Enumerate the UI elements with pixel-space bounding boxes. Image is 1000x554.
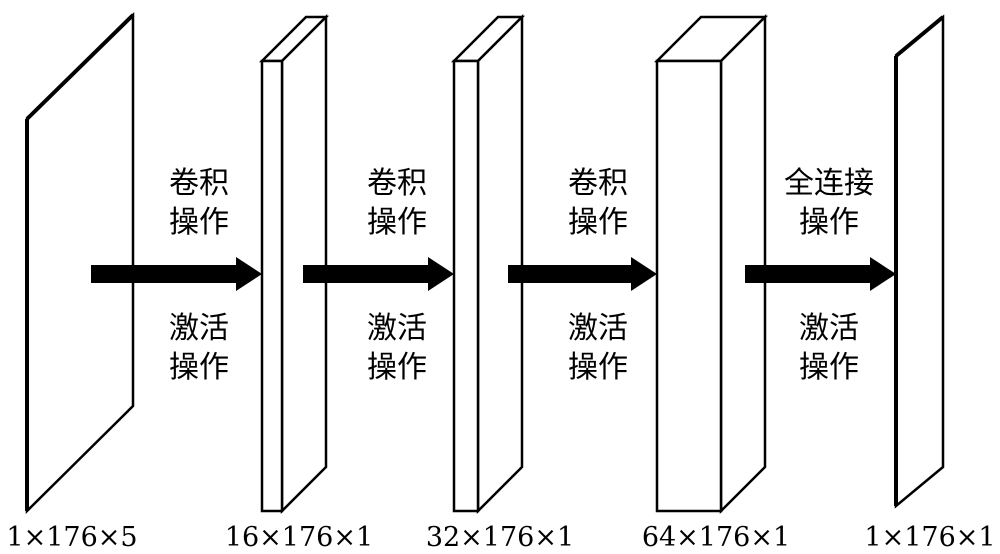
op-1-top-line2: 操作 xyxy=(169,205,229,240)
arrow-3 xyxy=(508,257,657,291)
op-4-top-line1: 全连接 xyxy=(784,166,874,201)
op-3-bottom-line1: 激活 xyxy=(568,311,628,346)
arrow-4 xyxy=(745,257,896,291)
op-2-top-line2: 操作 xyxy=(367,205,427,240)
arrow-2 xyxy=(303,257,454,291)
arrow-1 xyxy=(91,257,262,291)
layer-3-block xyxy=(450,13,526,515)
layer-5-dims: 1×176×1 xyxy=(864,522,995,553)
layer-1-block xyxy=(25,12,135,514)
op-2-top-line1: 卷积 xyxy=(367,166,427,201)
layer-2-block xyxy=(258,13,330,515)
op-1-bottom-line2: 操作 xyxy=(169,350,229,385)
layer-3-dims: 32×176×1 xyxy=(426,522,574,553)
op-4-top-line2: 操作 xyxy=(799,205,859,240)
op-4-bottom-line1: 激活 xyxy=(799,311,859,346)
layer-4-dims: 64×176×1 xyxy=(642,522,790,553)
layer-1-dims: 1×176×5 xyxy=(6,522,137,553)
op-1-bottom-line1: 激活 xyxy=(169,311,229,346)
op-3-bottom-line2: 操作 xyxy=(568,350,628,385)
layer-2-dims: 16×176×1 xyxy=(225,522,373,553)
op-3-top-line2: 操作 xyxy=(568,205,628,240)
layer-4-block xyxy=(653,13,769,515)
op-2-bottom-line1: 激活 xyxy=(367,311,427,346)
op-3-top-line1: 卷积 xyxy=(568,166,628,201)
op-1-top-line1: 卷积 xyxy=(169,166,229,201)
op-4-bottom-line2: 操作 xyxy=(799,350,859,385)
layer-5-block xyxy=(894,14,945,509)
op-2-bottom-line2: 操作 xyxy=(367,350,427,385)
